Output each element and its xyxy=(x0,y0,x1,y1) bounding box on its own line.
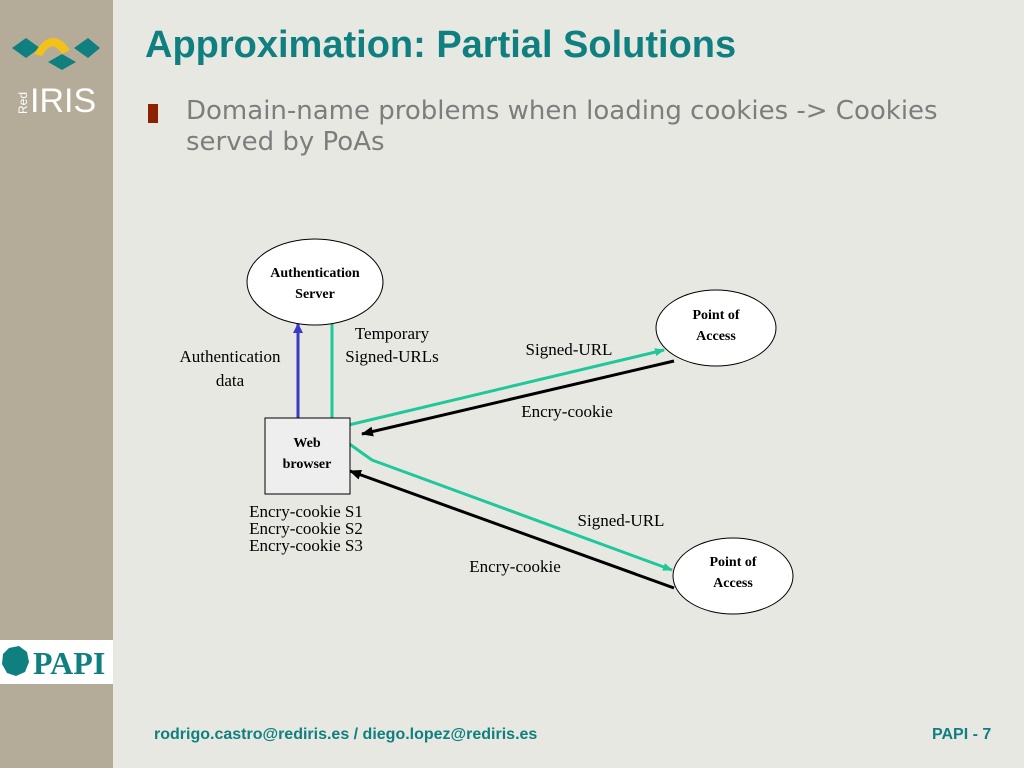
label-authentication-data-line2: data xyxy=(216,371,245,390)
label-encry-cookie-bottom: Encry-cookie xyxy=(469,557,561,576)
authentication-server-label-line2: Server xyxy=(295,287,335,302)
slide-title: Approximation: Partial Solutions xyxy=(145,24,737,66)
bullet-text: Domain-name problems when loading cookie… xyxy=(186,96,938,157)
sidebar: Red IRIS PAPI xyxy=(0,0,113,768)
label-temporary-urls-line1: Temporary xyxy=(355,324,430,343)
label-authentication-data-line1: Authentication xyxy=(179,347,281,366)
label-temporary-urls-line2: Signed-URLs xyxy=(345,347,439,366)
point-of-access-top-node: Point of Access xyxy=(655,289,777,367)
signed-url-top-arrow xyxy=(335,348,665,430)
authentication-server-label-line1: Authentication xyxy=(270,266,360,281)
web-browser-label-line2: browser xyxy=(283,457,332,472)
label-encry-cookie-top: Encry-cookie xyxy=(521,402,613,421)
label-signed-url-bottom: Signed-URL xyxy=(578,511,665,530)
cookie-list-item-3: Encry-cookie S3 xyxy=(249,536,363,555)
poa-bottom-label-line2: Access xyxy=(713,576,753,591)
authentication-server-node: Authentication Server xyxy=(246,238,384,326)
poa-top-label-line1: Point of xyxy=(692,308,739,323)
bullet-marker xyxy=(148,104,158,123)
footer-page-number: PAPI - 7 xyxy=(932,726,992,743)
rediris-logo-red-text: Red xyxy=(16,92,30,114)
encry-cookie-bottom-arrow xyxy=(349,469,675,590)
rediris-logo-diamond-bottom xyxy=(48,54,76,70)
label-signed-url-top: Signed-URL xyxy=(526,340,613,359)
rediris-logo-diamond-right xyxy=(74,38,100,58)
poa-top-label-line2: Access xyxy=(696,329,736,344)
signed-url-bottom-arrow xyxy=(335,432,673,572)
encry-cookie-top-arrow xyxy=(361,359,675,437)
rediris-logo: Red IRIS xyxy=(12,37,100,120)
point-of-access-bottom-node: Point of Access xyxy=(672,537,794,615)
temporary-urls-line xyxy=(330,324,343,430)
footer-emails: rodrigo.castro@rediris.es / diego.lopez@… xyxy=(154,726,538,743)
rediris-logo-arc xyxy=(34,37,70,56)
papi-logo: PAPI xyxy=(0,640,113,684)
papi-logo-emblem xyxy=(2,646,29,676)
cookie-list-item-2: Encry-cookie S2 xyxy=(249,519,363,538)
web-browser-node: Web browser xyxy=(264,417,351,495)
rediris-logo-diamond-left xyxy=(12,38,40,58)
cookie-list-item-1: Encry-cookie S1 xyxy=(249,502,363,521)
poa-bottom-label-line1: Point of xyxy=(709,555,756,570)
rediris-logo-iris-text: IRIS xyxy=(30,82,96,120)
web-browser-label-line1: Web xyxy=(293,436,320,451)
papi-logo-text: PAPI xyxy=(33,645,105,681)
